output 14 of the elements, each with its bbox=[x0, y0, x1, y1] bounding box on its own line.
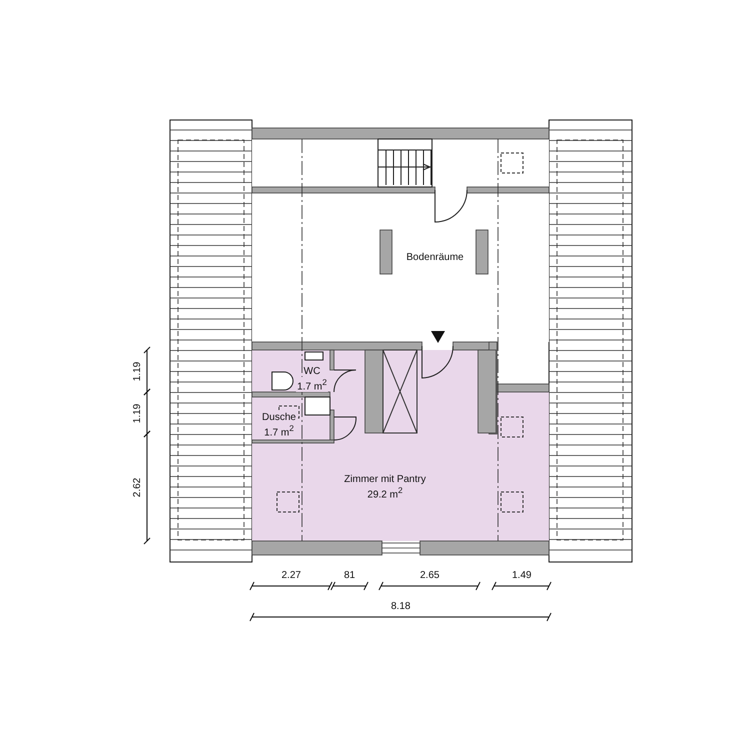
dimension-text: 2.62 bbox=[132, 478, 143, 498]
room-name: Bodenräume bbox=[406, 252, 464, 262]
dimension-text: 2.65 bbox=[420, 570, 440, 581]
room-area: 29.2 m$^{2}$ bbox=[366, 484, 404, 500]
room-area: 1.7 m$^{2}$ bbox=[296, 376, 328, 392]
dimension-text: 1.49 bbox=[512, 570, 532, 581]
room-name: Zimmer mit Pantry bbox=[343, 474, 427, 485]
dimension-text: 81 bbox=[344, 570, 356, 581]
dimension-text: 8.18 bbox=[391, 601, 410, 612]
dimension-text: 1.19 bbox=[132, 403, 143, 423]
room-area: 1.7 m$^{2}$ bbox=[263, 422, 295, 438]
dimension-text: 1.19 bbox=[132, 361, 143, 381]
room-name: Dusche bbox=[261, 412, 297, 423]
dimension-text: 2.27 bbox=[282, 570, 301, 581]
